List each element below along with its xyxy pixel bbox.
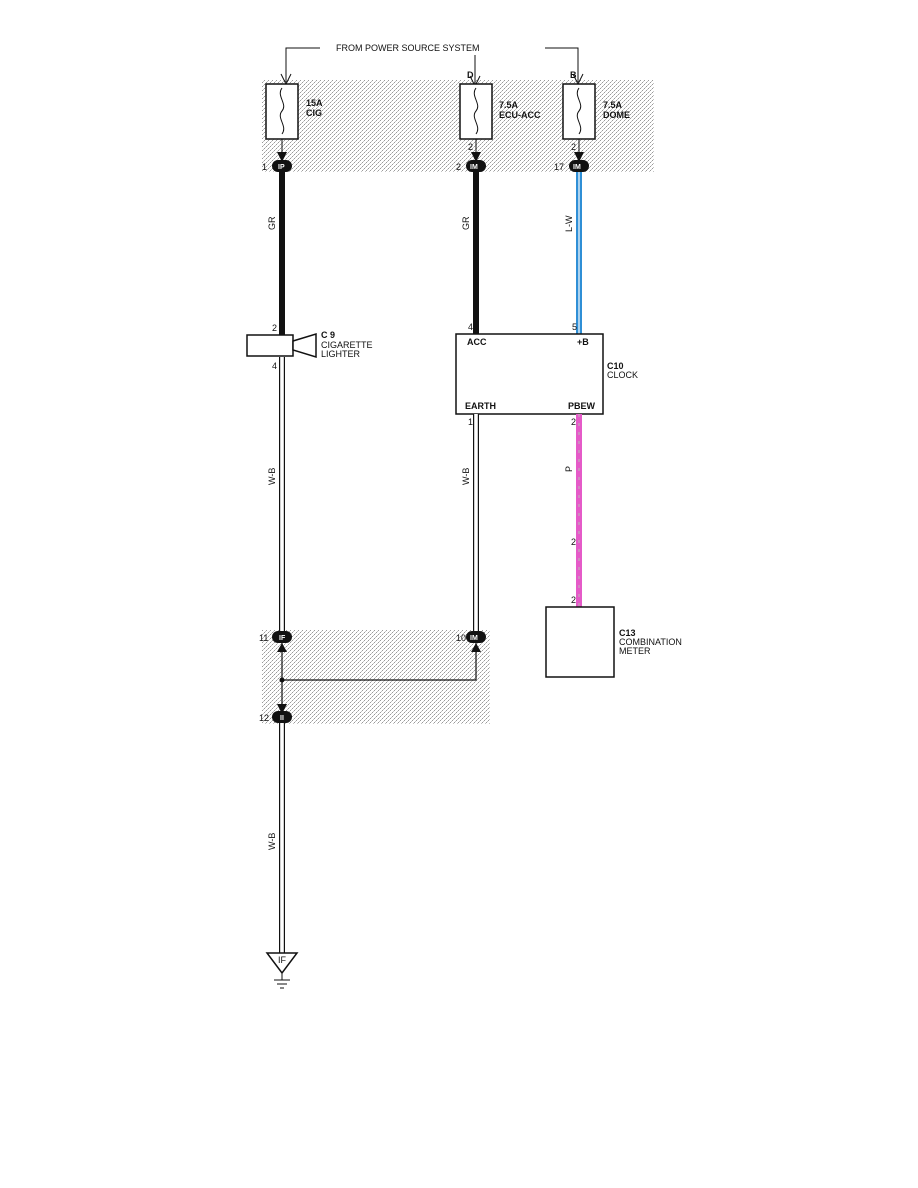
fuse-cig-rating: 15A	[306, 98, 323, 108]
connector-ii: II	[272, 711, 292, 723]
fuse-dome-name: DOME	[603, 110, 630, 120]
clock-pin-pbew: 2	[571, 417, 576, 427]
connector-im-top-acc: IM	[466, 160, 486, 172]
fuse-ecu-acc-terminal: D	[467, 70, 474, 80]
fuse-cig	[265, 83, 299, 140]
meter-pin: 2	[571, 595, 576, 605]
svg-text:IP: IP	[278, 164, 285, 171]
clock-name: CLOCK	[607, 370, 638, 380]
fuse-dome-terminal: B	[570, 70, 577, 80]
svg-text:IM: IM	[573, 164, 581, 171]
connector-ip-top: IP	[272, 160, 292, 172]
svg-text:II: II	[280, 715, 284, 722]
wire-acc-supply-label: GR	[461, 216, 471, 230]
ground-symbol	[265, 952, 299, 989]
connector-if-lower-pin: 11	[259, 633, 268, 643]
lighter-code: C 9	[321, 330, 335, 340]
fuse-dome	[562, 83, 596, 140]
fuse-ecu-acc-rating: 7.5A	[499, 100, 519, 110]
connector-im-top-dome: IM	[569, 160, 589, 172]
wire-main-ground-label: W-B	[267, 833, 277, 850]
connector-ip-top-pin: 1	[262, 162, 267, 172]
lighter-name-line1: CIGARETTE	[321, 340, 373, 350]
clock-code: C10	[607, 361, 624, 371]
clock-pin-b: 5	[572, 322, 577, 332]
fuse-cig-name: CIG	[306, 108, 322, 118]
clock-terminal-earth: EARTH	[465, 401, 496, 411]
fuse-dome-rating: 7.5A	[603, 100, 623, 110]
connector-im-top-dome-pin: 17	[554, 162, 564, 172]
svg-text:IM: IM	[470, 164, 478, 171]
fuse-ecu-acc-out-pin: 2	[468, 142, 473, 152]
fuse-ecu-acc-name: ECU-ACC	[499, 110, 541, 120]
connector-if-lower: IF	[272, 631, 292, 643]
fuse-dome-out-pin: 2	[571, 142, 576, 152]
clock-pin-earth: 1	[468, 417, 473, 427]
connector-im-lower: IM	[466, 631, 486, 643]
wire-dome-supply-label: L-W	[564, 215, 574, 232]
junction-block-bottom-area	[262, 630, 490, 724]
wire-clock-ground-label: W-B	[461, 468, 471, 485]
svg-text:IF: IF	[279, 635, 286, 642]
lighter-name-line2: LIGHTER	[321, 349, 361, 359]
ground-label: IF	[278, 955, 287, 965]
lighter-pin-out: 4	[272, 361, 277, 371]
cigarette-lighter-symbol	[246, 332, 317, 359]
fuse-ecu-acc	[459, 83, 493, 140]
wire-lighter-ground-label: W-B	[267, 468, 277, 485]
junction-internal-wiring	[277, 643, 481, 714]
clock-terminal-acc: ACC	[467, 337, 487, 347]
combination-meter-box	[545, 606, 615, 678]
clock-terminal-b: +B	[577, 337, 589, 347]
meter-name-line2: METER	[619, 646, 651, 656]
meter-splice-pin: 2	[571, 537, 576, 547]
wire-pbew-label: P	[564, 466, 574, 472]
connector-im-lower-pin: 10	[456, 633, 466, 643]
meter-name-line1: COMBINATION	[619, 637, 682, 647]
clock-box	[455, 333, 604, 415]
clock-terminal-pbew: PBEW	[568, 401, 596, 411]
wire-cig-supply-label: GR	[267, 216, 277, 230]
svg-text:IM: IM	[470, 635, 478, 642]
meter-code: C13	[619, 628, 636, 638]
power-source-label: FROM POWER SOURCE SYSTEM	[336, 43, 480, 53]
lighter-pin-in: 2	[272, 323, 277, 333]
connector-ii-pin: 12	[259, 713, 269, 723]
clock-pin-acc: 4	[468, 322, 473, 332]
connector-im-top-acc-pin: 2	[456, 162, 461, 172]
